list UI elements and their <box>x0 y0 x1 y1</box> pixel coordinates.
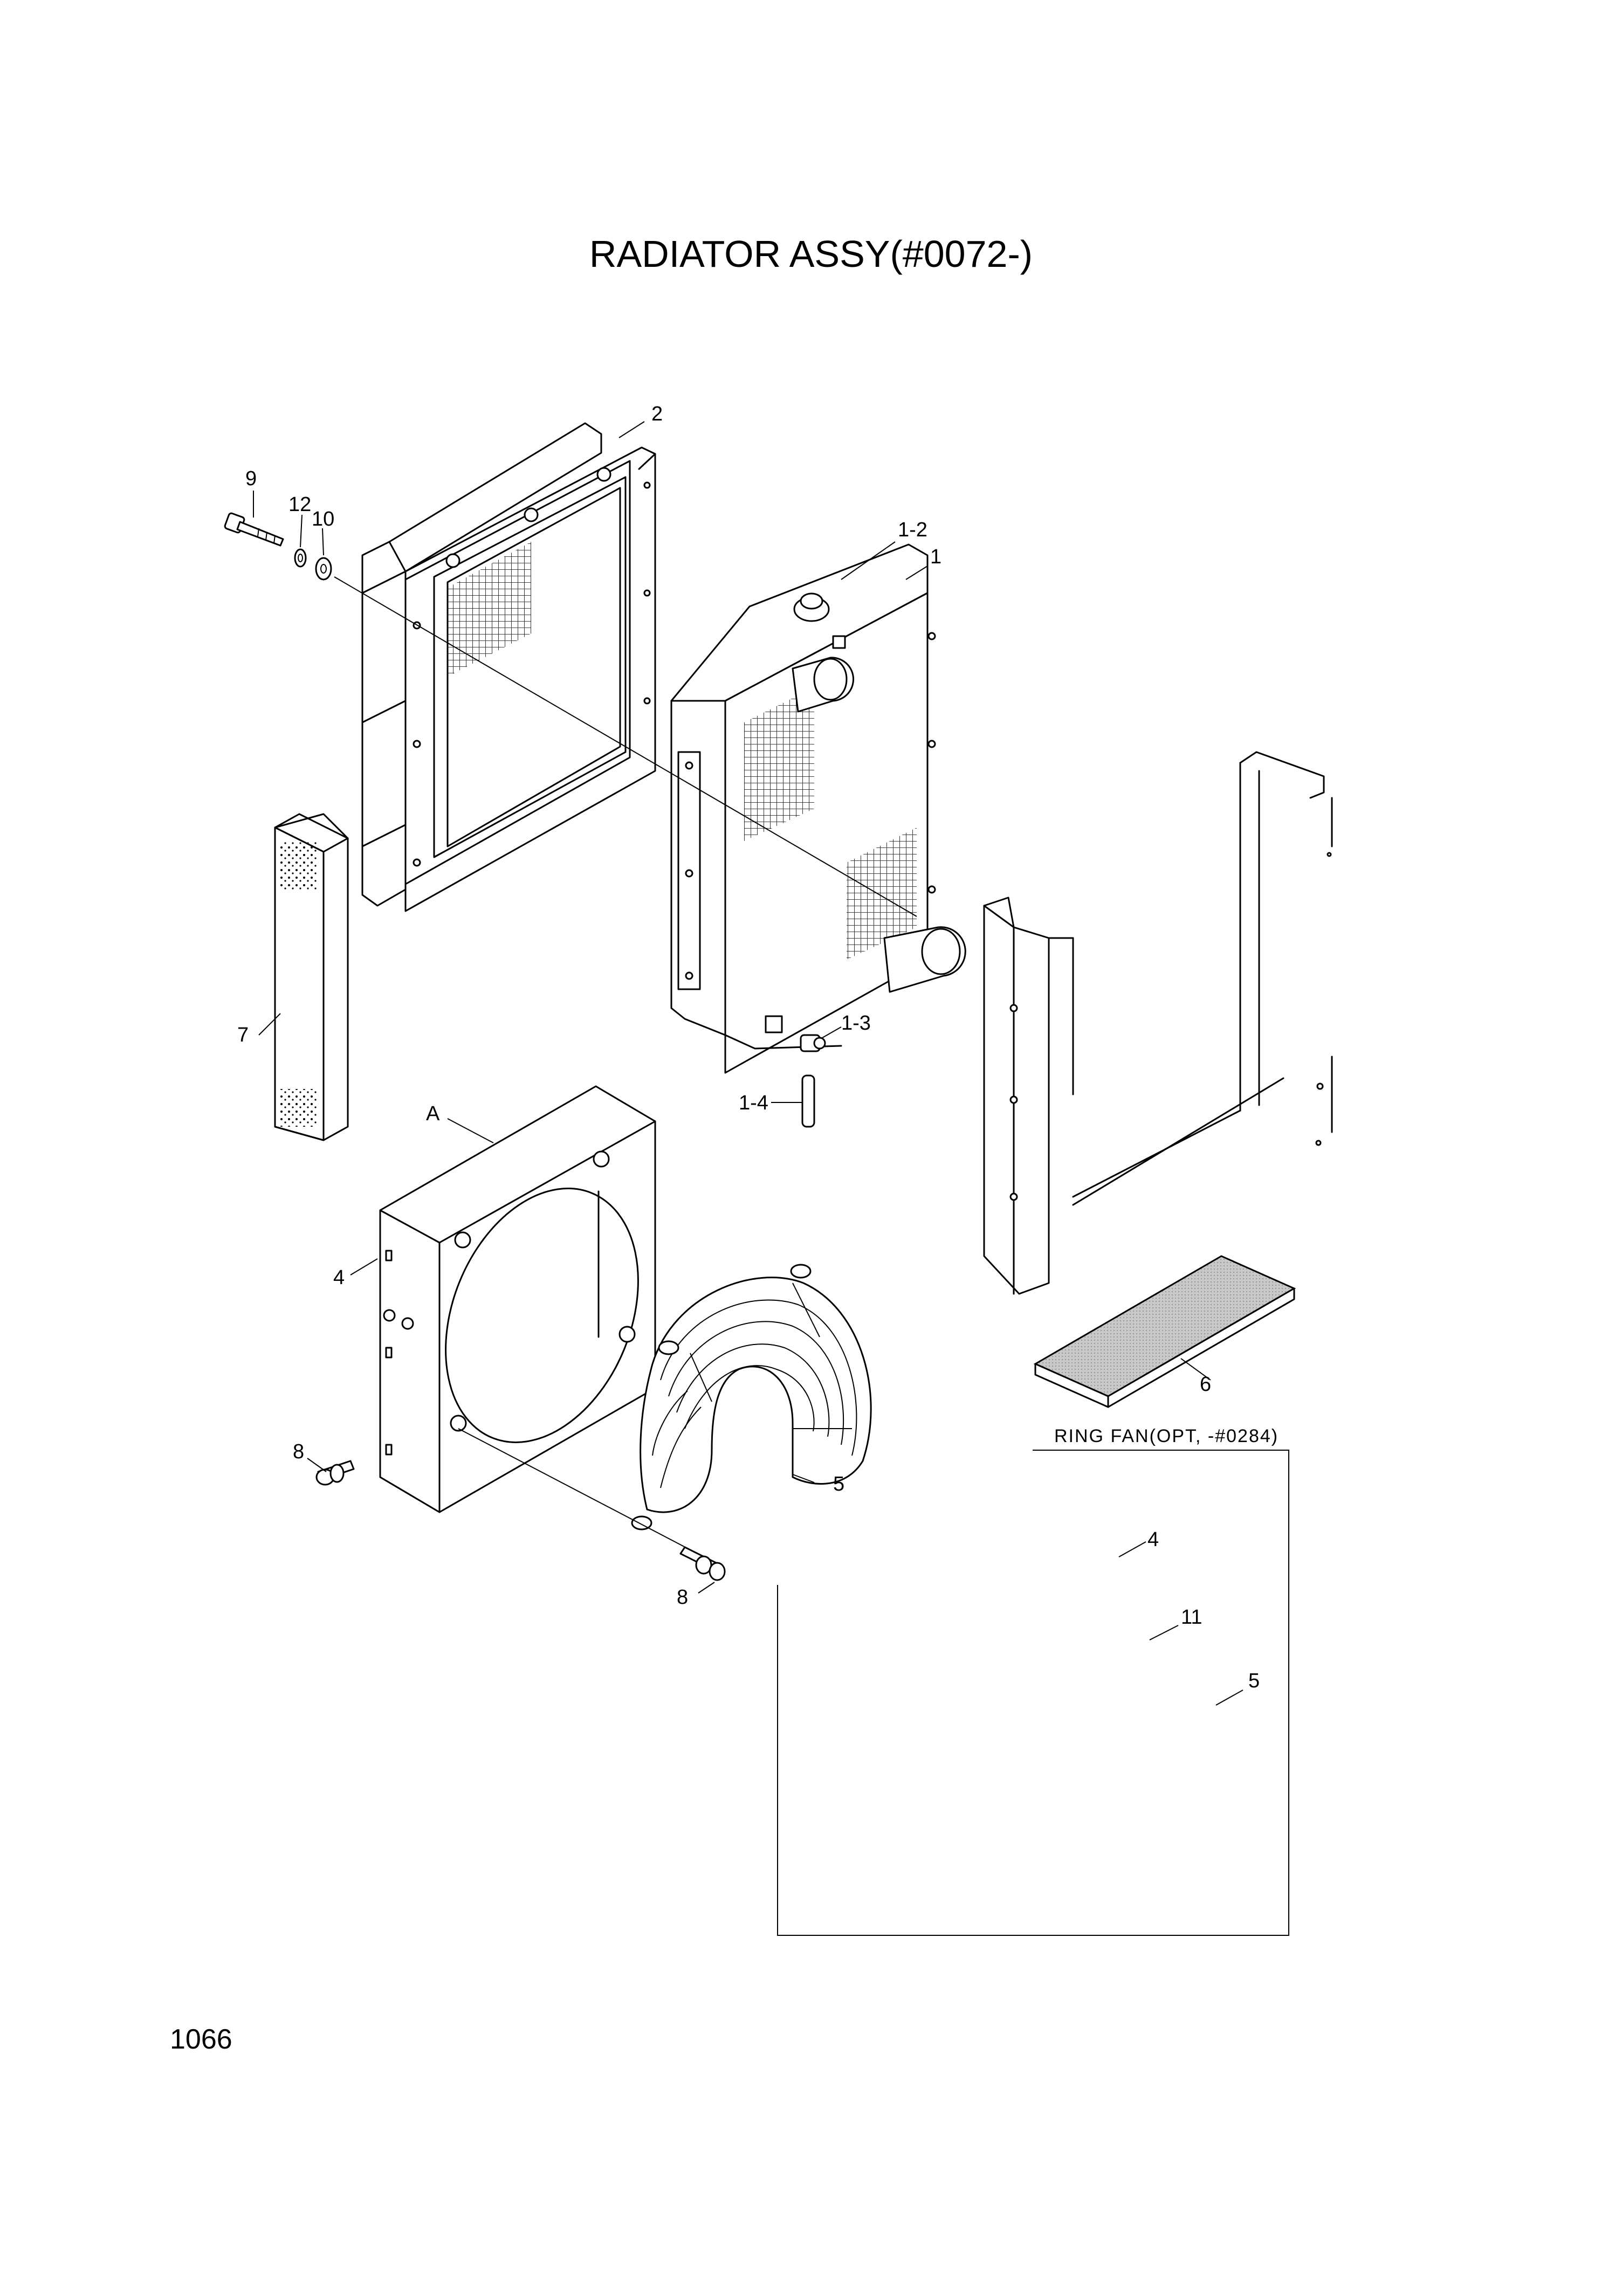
part-8-bolt-left <box>315 1460 355 1486</box>
callout-6: 6 <box>1200 1373 1211 1396</box>
part-6-pad <box>1033 1255 1296 1408</box>
callout-1: 1 <box>930 546 941 568</box>
page-title: RADIATOR ASSY(#0072-) <box>589 233 1033 275</box>
callout-9: 9 <box>245 467 257 490</box>
callout-5: 5 <box>833 1473 844 1495</box>
part-10-washer <box>315 557 332 581</box>
inset-callout-5: 5 <box>1248 1670 1260 1692</box>
part-5-fan-guard <box>631 1264 872 1530</box>
part-1-3-drain-cock <box>800 1034 826 1052</box>
inset-callout-4: 4 <box>1147 1528 1159 1551</box>
callout-2: 2 <box>651 403 663 425</box>
part-7-seal-block <box>274 813 349 1141</box>
callout-1-3: 1-3 <box>841 1012 871 1035</box>
part-4-fan-shroud <box>379 1085 656 1513</box>
callout-1-4: 1-4 <box>739 1092 768 1114</box>
mounting-bracket-right <box>1072 751 1333 1206</box>
part-2-frame <box>361 422 656 912</box>
callout-8-right: 8 <box>677 1586 688 1609</box>
callout-10: 10 <box>312 508 334 530</box>
page-number: 1066 <box>170 2024 232 2055</box>
callout-leaders <box>253 421 1211 1594</box>
callout-8-left: 8 <box>293 1440 304 1463</box>
mounting-bracket-left <box>983 897 1074 1295</box>
part-1-4-drain-hose <box>801 1074 815 1128</box>
part-12-washer <box>294 548 307 568</box>
part-1-radiator <box>670 543 966 1074</box>
callout-12: 12 <box>288 493 311 516</box>
callout-1-2: 1-2 <box>898 519 927 541</box>
callout-4: 4 <box>333 1266 345 1289</box>
callout-7: 7 <box>237 1024 249 1046</box>
callout-A: A <box>426 1102 440 1125</box>
part-8-bolt-right <box>679 1546 726 1581</box>
part-9-bolt <box>224 512 284 547</box>
ring-fan-inset: RING FAN(OPT, -#0284) 4 11 5 <box>777 1426 1289 1936</box>
inset-label: RING FAN(OPT, -#0284) <box>1054 1426 1279 1446</box>
inset-callout-11: 11 <box>1181 1606 1202 1629</box>
